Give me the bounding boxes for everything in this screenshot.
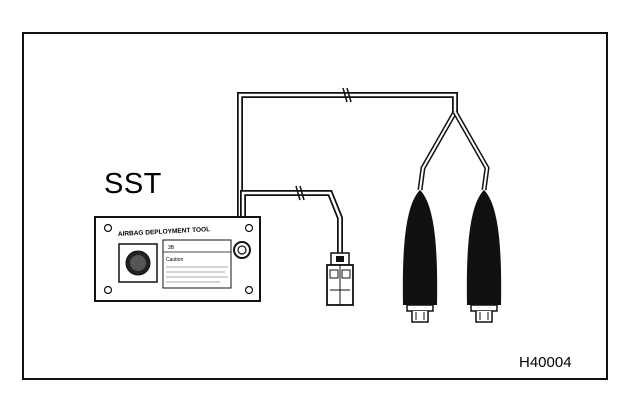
cable-split xyxy=(417,110,490,191)
tool-panel-line-1: 3B xyxy=(168,245,175,251)
connector-plug xyxy=(326,252,354,306)
figure-frame xyxy=(22,32,608,380)
clip-left xyxy=(402,190,438,323)
tool-title: AIRBAG DEPLOYMENT TOOL xyxy=(118,226,211,238)
sst-label: SST xyxy=(104,168,162,200)
connector-cable xyxy=(240,185,343,255)
clip-right xyxy=(466,190,502,323)
tool-panel-line-2: Caution xyxy=(166,257,183,263)
deployment-tool-body: AIRBAG DEPLOYMENT TOOL 3B Caution xyxy=(94,216,261,302)
main-cable xyxy=(237,87,458,236)
figure-code-label: H40004 xyxy=(519,354,572,371)
